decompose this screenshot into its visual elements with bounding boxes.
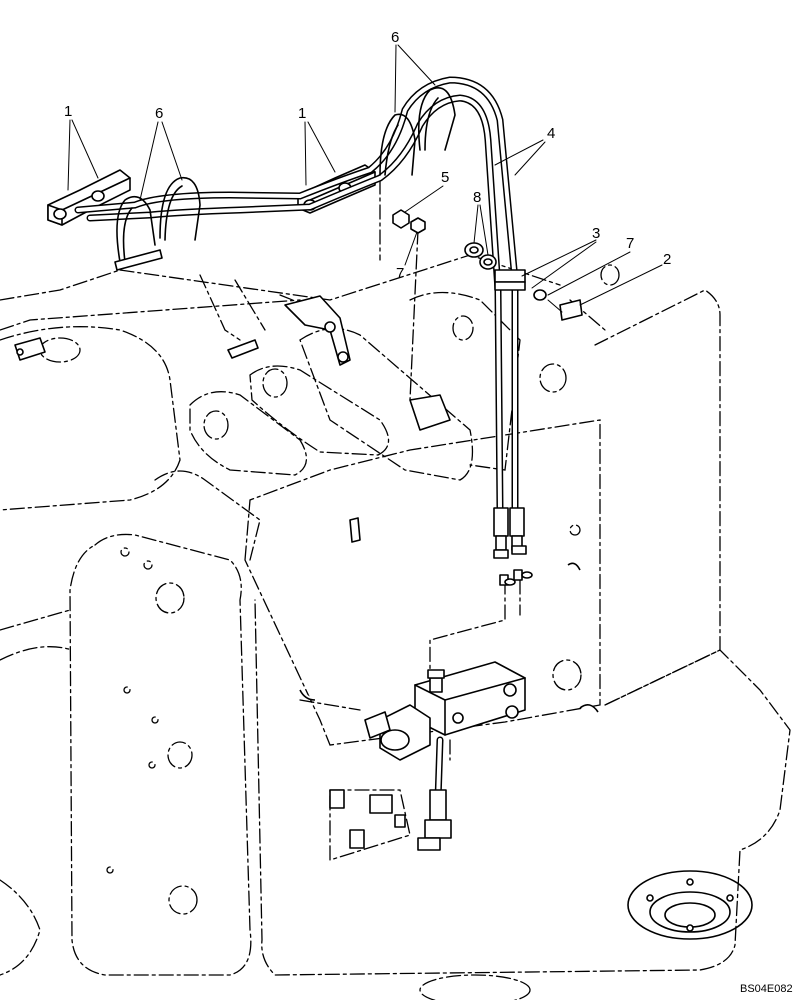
hose-assembly (74, 76, 533, 586)
wire-clips (114, 87, 456, 271)
callout-3: 3 (592, 225, 600, 242)
callout-7-left: 7 (396, 265, 404, 282)
callout-5: 5 (441, 169, 449, 186)
brackets (14, 295, 599, 713)
hardware (392, 209, 583, 321)
callout-8: 8 (473, 189, 481, 206)
callout-7-right: 7 (626, 235, 634, 252)
callout-4: 4 (547, 125, 555, 142)
callout-1-right: 1 (298, 105, 306, 122)
callout-6-left: 6 (155, 105, 163, 122)
leader-lines (67, 44, 663, 306)
valve-assembly (329, 661, 526, 861)
frame-outline (0, 264, 791, 1000)
callout-2: 2 (663, 251, 671, 268)
callout-1-left: 1 (64, 103, 72, 120)
clamp-block-left (47, 169, 131, 226)
drawing-code: BS04E082 (740, 983, 793, 995)
callout-6-top: 6 (391, 29, 399, 46)
callouts: 1 1 6 6 4 5 8 3 7 7 2 (64, 29, 671, 282)
